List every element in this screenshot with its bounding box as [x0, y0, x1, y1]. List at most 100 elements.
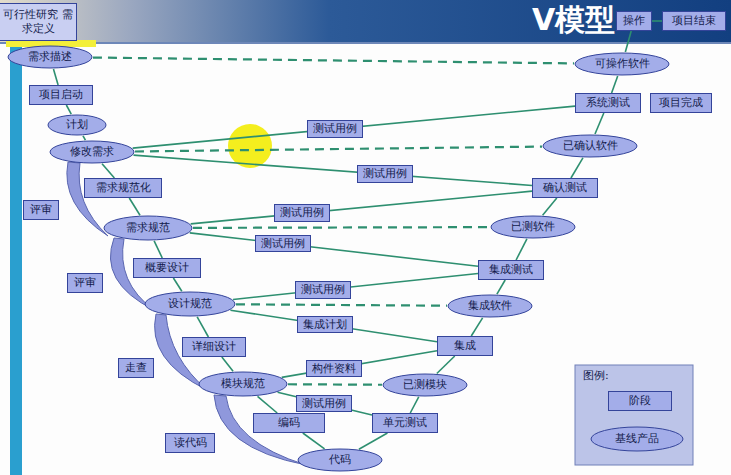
- phase-box: 项目结束: [662, 11, 726, 31]
- node-text: 需求规范化: [96, 181, 151, 195]
- node-text: 可操作软件: [595, 57, 650, 71]
- phase-box: 走查: [118, 358, 154, 378]
- legend-sample: 基线产品: [590, 426, 684, 452]
- node-text: 计划: [66, 118, 88, 132]
- ellipse-shape: [575, 53, 669, 75]
- phase-box: 概要设计: [133, 258, 201, 278]
- phase-box: 详细设计: [182, 337, 246, 357]
- phase-box: 读代码: [165, 433, 215, 453]
- flow-line: [516, 239, 527, 260]
- flow-line: [83, 136, 85, 140]
- cursor-highlight: [228, 124, 272, 168]
- ellipse-shape: [543, 135, 637, 157]
- flow-line: [258, 396, 278, 413]
- flow-line: [543, 198, 557, 215]
- node-text: 单元测试: [383, 416, 427, 430]
- flow-line: [102, 164, 114, 178]
- baseline-ellipse: 已测模块: [382, 373, 468, 397]
- ellipse-shape: [48, 115, 106, 135]
- baseline-link: [193, 226, 490, 229]
- baseline-link: [288, 383, 382, 386]
- phase-box: 项目完成: [650, 93, 712, 113]
- node-text: 已确认软件: [563, 139, 618, 153]
- node-text: 模块规范: [221, 377, 265, 391]
- node-text: 可行性研究 需求定义: [0, 8, 76, 36]
- flow-line: [595, 113, 604, 134]
- baseline-link: [236, 304, 447, 305]
- node-text: 详细设计: [192, 340, 236, 354]
- flow-line: [625, 31, 631, 52]
- phase-box: 评审: [23, 200, 59, 220]
- flow-line: [410, 397, 418, 413]
- baseline-ellipse: 需求描述: [7, 45, 93, 69]
- phase-box: 单元测试: [372, 413, 438, 433]
- ellipse-shape: [383, 374, 467, 396]
- baseline-ellipse: 模块规范: [198, 371, 288, 397]
- flow-line: [133, 106, 575, 148]
- legend-panel: [575, 365, 693, 465]
- phase-box: 可行性研究 需求定义: [0, 3, 77, 41]
- node-text: 需求规范: [126, 221, 170, 235]
- ellipse-shape: [491, 216, 575, 238]
- ellipse-shape: [104, 216, 192, 240]
- legend-sample: 阶段: [608, 391, 672, 411]
- baseline-ellipse: 代码: [297, 448, 383, 472]
- flow-line: [53, 69, 58, 85]
- flow-line: [497, 280, 505, 294]
- phase-box: 评审: [67, 273, 103, 293]
- baseline-link: [135, 147, 542, 152]
- phase-box: 项目启动: [29, 85, 93, 105]
- review-band: [67, 162, 108, 236]
- phase-box: 确认测试: [532, 178, 598, 198]
- top-banner: [0, 0, 731, 42]
- node-text: 设计规范: [168, 297, 212, 311]
- flow-line: [190, 233, 478, 266]
- flow-line: [197, 317, 208, 337]
- node-text: 已测模块: [403, 378, 447, 392]
- ellipse-shape: [448, 295, 532, 317]
- edge-label: 构件资料: [306, 360, 362, 378]
- phase-box: 需求规范化: [84, 178, 162, 198]
- node-text: 评审: [74, 276, 96, 290]
- ellipse-shape: [145, 292, 235, 316]
- ellipse-shape: [50, 141, 134, 163]
- flow-line: [471, 318, 482, 336]
- node-text: 项目结束: [672, 14, 716, 28]
- legend-heading: 图例:: [583, 369, 609, 382]
- flow-line: [154, 241, 162, 258]
- node-text: 项目启动: [39, 88, 83, 102]
- flow-line: [129, 198, 140, 215]
- flow-line: [173, 278, 181, 291]
- ellipse-shape: [298, 449, 382, 471]
- node-text: 集成: [454, 339, 476, 353]
- ellipse-shape: [8, 46, 92, 68]
- baseline-ellipse: 修改需求: [49, 140, 135, 164]
- legend-swatch: [591, 427, 683, 451]
- baseline-ellipse: 已测软件: [490, 215, 576, 239]
- flow-line: [571, 158, 583, 178]
- baseline-ellipse: 需求规范: [103, 215, 193, 241]
- edge-label: 测试用例: [274, 204, 330, 222]
- node-text: 读代码: [174, 436, 207, 450]
- node-text: 评审: [30, 203, 52, 217]
- flow-line: [612, 76, 618, 93]
- flow-line: [359, 433, 388, 449]
- flow-line: [437, 356, 455, 373]
- phase-box: 集成: [437, 336, 493, 356]
- flow-line: [282, 351, 437, 378]
- flow-line: [230, 310, 437, 342]
- baseline-ellipse: 集成软件: [447, 294, 533, 318]
- flow-line: [278, 392, 372, 415]
- phase-box: 系统测试: [575, 93, 641, 113]
- legend-text: 基线产品: [615, 432, 659, 446]
- edge-label: 测试用例: [296, 395, 352, 413]
- node-text: 项目完成: [659, 96, 703, 110]
- baseline-ellipse: 计划: [47, 114, 107, 136]
- baseline-ellipse: 可操作软件: [574, 52, 670, 76]
- phase-box: 集成测试: [478, 260, 544, 280]
- diagram-title: V模型: [532, 2, 615, 38]
- edge-label: 测试用例: [357, 165, 413, 183]
- flow-line: [191, 191, 532, 224]
- baseline-ellipse: 已确认软件: [542, 134, 638, 158]
